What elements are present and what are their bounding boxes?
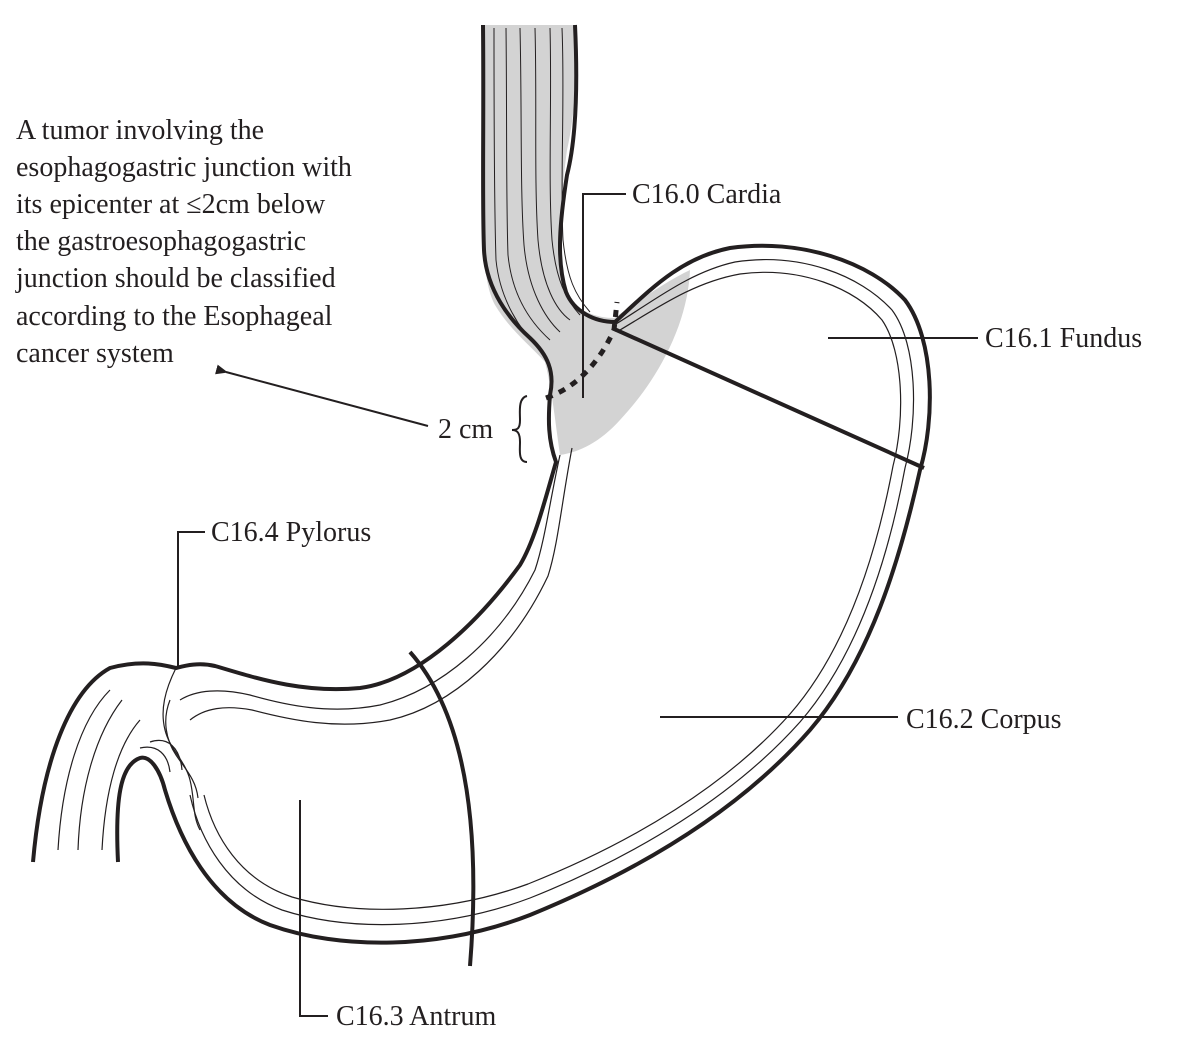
note-line: esophagogastric junction with <box>16 152 352 183</box>
fundus-boundary-line <box>611 326 925 470</box>
pylorus-folds <box>139 739 183 773</box>
note-line: A tumor involving the <box>16 115 265 146</box>
cardia-label: C16.0 Cardia <box>632 179 782 210</box>
lesser-curvature-outline <box>31 24 559 863</box>
corpus-label: C16.2 Corpus <box>906 704 1062 735</box>
antrum-leader <box>299 800 328 1017</box>
note-line: according to the Esophageal <box>16 301 333 332</box>
note-line: its epicenter at ≤2cm below <box>16 189 326 220</box>
pylorus-label: C16.4 Pylorus <box>211 517 371 548</box>
antrum-label: C16.3 Antrum <box>336 1001 496 1032</box>
note-line: junction should be classified <box>16 263 336 294</box>
cardia-leader <box>582 193 626 398</box>
leader-lines <box>177 193 978 1017</box>
pylorus-leader <box>177 531 205 666</box>
note-line: cancer system <box>16 338 174 369</box>
note-pointer-arrow <box>215 364 429 427</box>
greater-curvature-outline <box>115 24 932 945</box>
stomach-inner-walls <box>57 259 915 926</box>
fundus-label: C16.1 Fundus <box>985 323 1142 354</box>
junction-shaded-region <box>482 25 690 455</box>
note-line: the gastroesophagogastric <box>16 226 307 257</box>
antrum-corpus-boundary-line <box>408 650 476 967</box>
distance-brace <box>511 395 528 463</box>
distance-label: 2 cm <box>438 414 493 445</box>
